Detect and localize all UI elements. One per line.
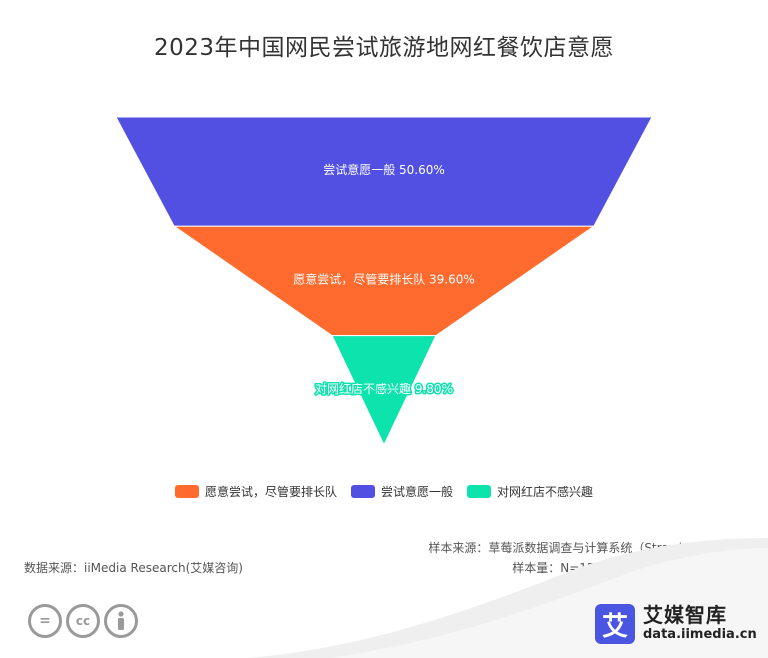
legend-item-not-interested[interactable]: 对网红店不感兴趣 xyxy=(467,483,593,500)
funnel-label-not-interested: 对网红店不感兴趣 9.80% xyxy=(315,381,453,396)
funnel-chart: 尝试意愿一般 50.60% 愿意尝试，尽管要排长队 39.60% 对网红店不感兴趣 … xyxy=(115,116,653,447)
cc-icon: cc xyxy=(66,604,100,638)
equals-icon: = xyxy=(28,604,62,638)
legend-label-queue: 愿意尝试，尽管要排长队 xyxy=(204,485,337,499)
legend: 愿意尝试，尽管要排长队 尝试意愿一般 对网红店不感兴趣 xyxy=(0,483,768,500)
brand-name: 艾媒智库 xyxy=(643,603,727,627)
funnel-segment-not-interested[interactable] xyxy=(331,335,437,447)
legend-swatch-queue xyxy=(174,485,199,498)
brand-url: data.iimedia.cn xyxy=(643,627,757,642)
funnel-label-general: 尝试意愿一般 50.60% xyxy=(323,162,445,177)
license-icons: = cc xyxy=(28,604,138,638)
funnel-label-queue: 愿意尝试，尽管要排长队 39.60% xyxy=(293,271,475,286)
person-icon xyxy=(104,604,138,638)
data-source-note: 数据来源：iiMedia Research(艾媒咨询) xyxy=(24,561,243,575)
legend-item-queue[interactable]: 愿意尝试，尽管要排长队 xyxy=(174,483,337,500)
legend-label-not-interested: 对网红店不感兴趣 xyxy=(497,485,594,499)
brand[interactable]: 艾 艾媒智库 data.iimedia.cn xyxy=(595,604,757,644)
footer-wave xyxy=(248,538,768,658)
legend-label-general: 尝试意愿一般 xyxy=(380,485,453,499)
chart-title: 2023年中国网民尝试旅游地网红餐饮店意愿 xyxy=(153,35,615,61)
legend-item-general[interactable]: 尝试意愿一般 xyxy=(350,483,453,500)
brand-logo: 艾 xyxy=(595,604,635,644)
legend-swatch-general xyxy=(350,485,375,498)
legend-swatch-not-interested xyxy=(467,485,491,498)
